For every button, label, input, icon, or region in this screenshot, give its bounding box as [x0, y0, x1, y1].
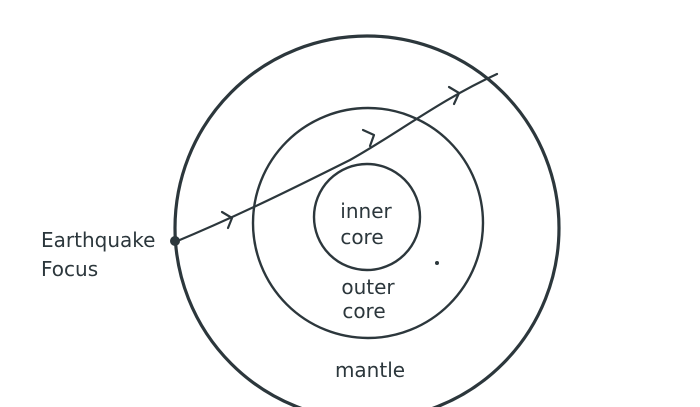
inner-core-label-line2: core: [340, 225, 383, 249]
small-dot: [435, 261, 439, 265]
inner-core-label-line1: inner: [340, 199, 392, 223]
earthquake-focus-label-line1: Earthquake: [41, 228, 155, 252]
mantle-boundary: [173, 34, 561, 407]
outer-core-boundary: [251, 106, 485, 340]
outer-core-label-line2: core: [342, 299, 385, 323]
mantle-label: mantle: [335, 358, 405, 382]
direction-arrow-icon: [220, 210, 234, 230]
inner-core-boundary: [312, 162, 422, 272]
focus-point-icon: [170, 236, 180, 246]
direction-arrow-icon: [447, 85, 461, 106]
direction-arrow-icon: [361, 128, 376, 148]
earthquake-focus-label-line2: Focus: [41, 257, 98, 281]
outer-core-label-line1: outer: [341, 275, 395, 299]
seismic-ray-path: [173, 72, 499, 244]
